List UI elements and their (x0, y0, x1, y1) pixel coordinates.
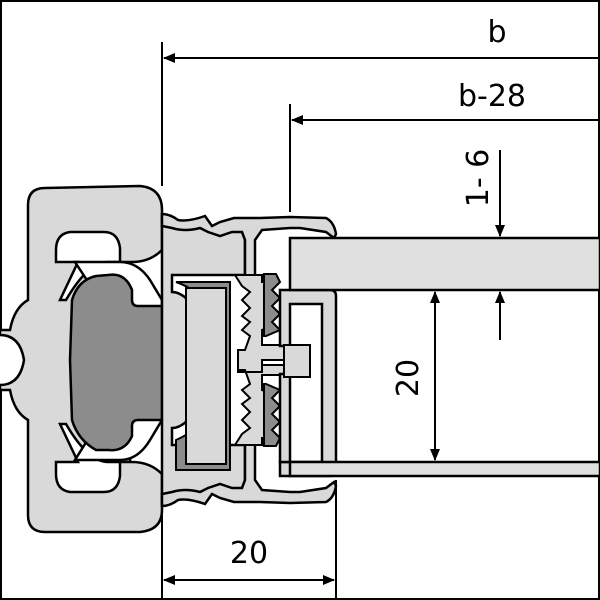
seal-holder (185, 287, 227, 465)
cover-profile-top (160, 212, 338, 280)
label-thickness: 20 (391, 359, 426, 397)
label-profile-width: 20 (230, 536, 268, 571)
teeth-insert-bottom (263, 383, 282, 447)
label-b: b (487, 15, 506, 50)
label-gap: 1- 6 (461, 149, 496, 208)
spacer-key (283, 344, 311, 378)
t-nut-gasket (68, 273, 164, 452)
panel-top (288, 236, 600, 292)
profile-hole (0, 333, 26, 387)
teeth-insert-top (263, 273, 282, 337)
cover-profile-bottom (160, 440, 338, 508)
spacer-channel-lower (278, 372, 292, 464)
label-b28: b-28 (458, 79, 526, 114)
panel-bottom (288, 460, 600, 478)
